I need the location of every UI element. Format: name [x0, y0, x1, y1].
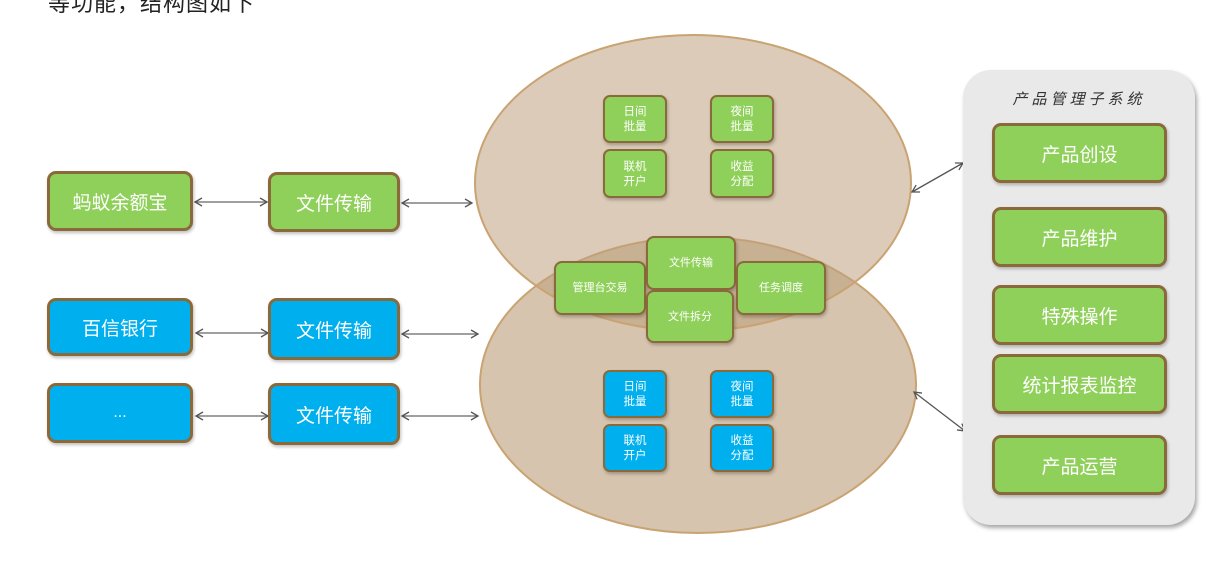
product-item-label: 产品运营 — [1041, 455, 1118, 478]
partner-more[interactable]: ... — [47, 383, 193, 443]
upper-income-distribution[interactable]: 收益 分配 — [710, 149, 774, 198]
product-operations[interactable]: 产品运营 — [992, 435, 1167, 495]
product-maintain[interactable]: 产品维护 — [992, 207, 1167, 267]
connector-arrow — [912, 391, 967, 432]
product-create[interactable]: 产品创设 — [992, 123, 1167, 183]
partner-label: ... — [113, 405, 127, 421]
upper-night-batch[interactable]: 夜间 批量 — [710, 95, 774, 143]
product-item-label: 统计报表监控 — [1022, 374, 1137, 397]
product-item-label: 产品维护 — [1041, 227, 1118, 250]
upper-day-batch[interactable]: 日间 批量 — [603, 95, 667, 143]
lower-income-distribution[interactable]: 收益 分配 — [710, 424, 774, 472]
product-item-label: 产品创设 — [1041, 143, 1118, 166]
core-console-trading[interactable]: 管理台交易 — [554, 261, 646, 315]
partner-ant-yuebao[interactable]: 蚂蚁余额宝 — [47, 171, 193, 231]
upper-online-account[interactable]: 联机 开户 — [603, 149, 667, 198]
file-transfer-more[interactable]: 文件传输 — [268, 383, 400, 445]
special-operations[interactable]: 特殊操作 — [992, 285, 1167, 345]
partner-label: 蚂蚁余额宝 — [72, 191, 168, 214]
file-transfer-baixin[interactable]: 文件传输 — [268, 298, 400, 360]
core-file-split[interactable]: 文件拆分 — [646, 290, 734, 343]
connector-arrow — [910, 162, 965, 193]
core-task-scheduling[interactable]: 任务调度 — [736, 261, 826, 315]
file-transfer-ant[interactable]: 文件传输 — [268, 172, 400, 232]
core-file-transfer[interactable]: 文件传输 — [646, 236, 736, 290]
statistics-report-monitor[interactable]: 统计报表监控 — [992, 354, 1167, 414]
header-text: 等功能，结构图如下 — [48, 0, 256, 17]
lower-night-batch[interactable]: 夜间 批量 — [710, 370, 774, 418]
lower-day-batch[interactable]: 日间 批量 — [603, 370, 667, 418]
product-item-label: 特殊操作 — [1041, 305, 1118, 328]
transfer-label: 文件传输 — [295, 319, 372, 342]
partner-label: 百信银行 — [81, 317, 158, 340]
transfer-label: 文件传输 — [295, 404, 372, 427]
lower-online-account[interactable]: 联机 开户 — [603, 424, 667, 472]
panel-title: 产品管理子系统 — [1012, 90, 1146, 108]
partner-baixin-bank[interactable]: 百信银行 — [47, 298, 193, 356]
transfer-label: 文件传输 — [295, 192, 372, 215]
